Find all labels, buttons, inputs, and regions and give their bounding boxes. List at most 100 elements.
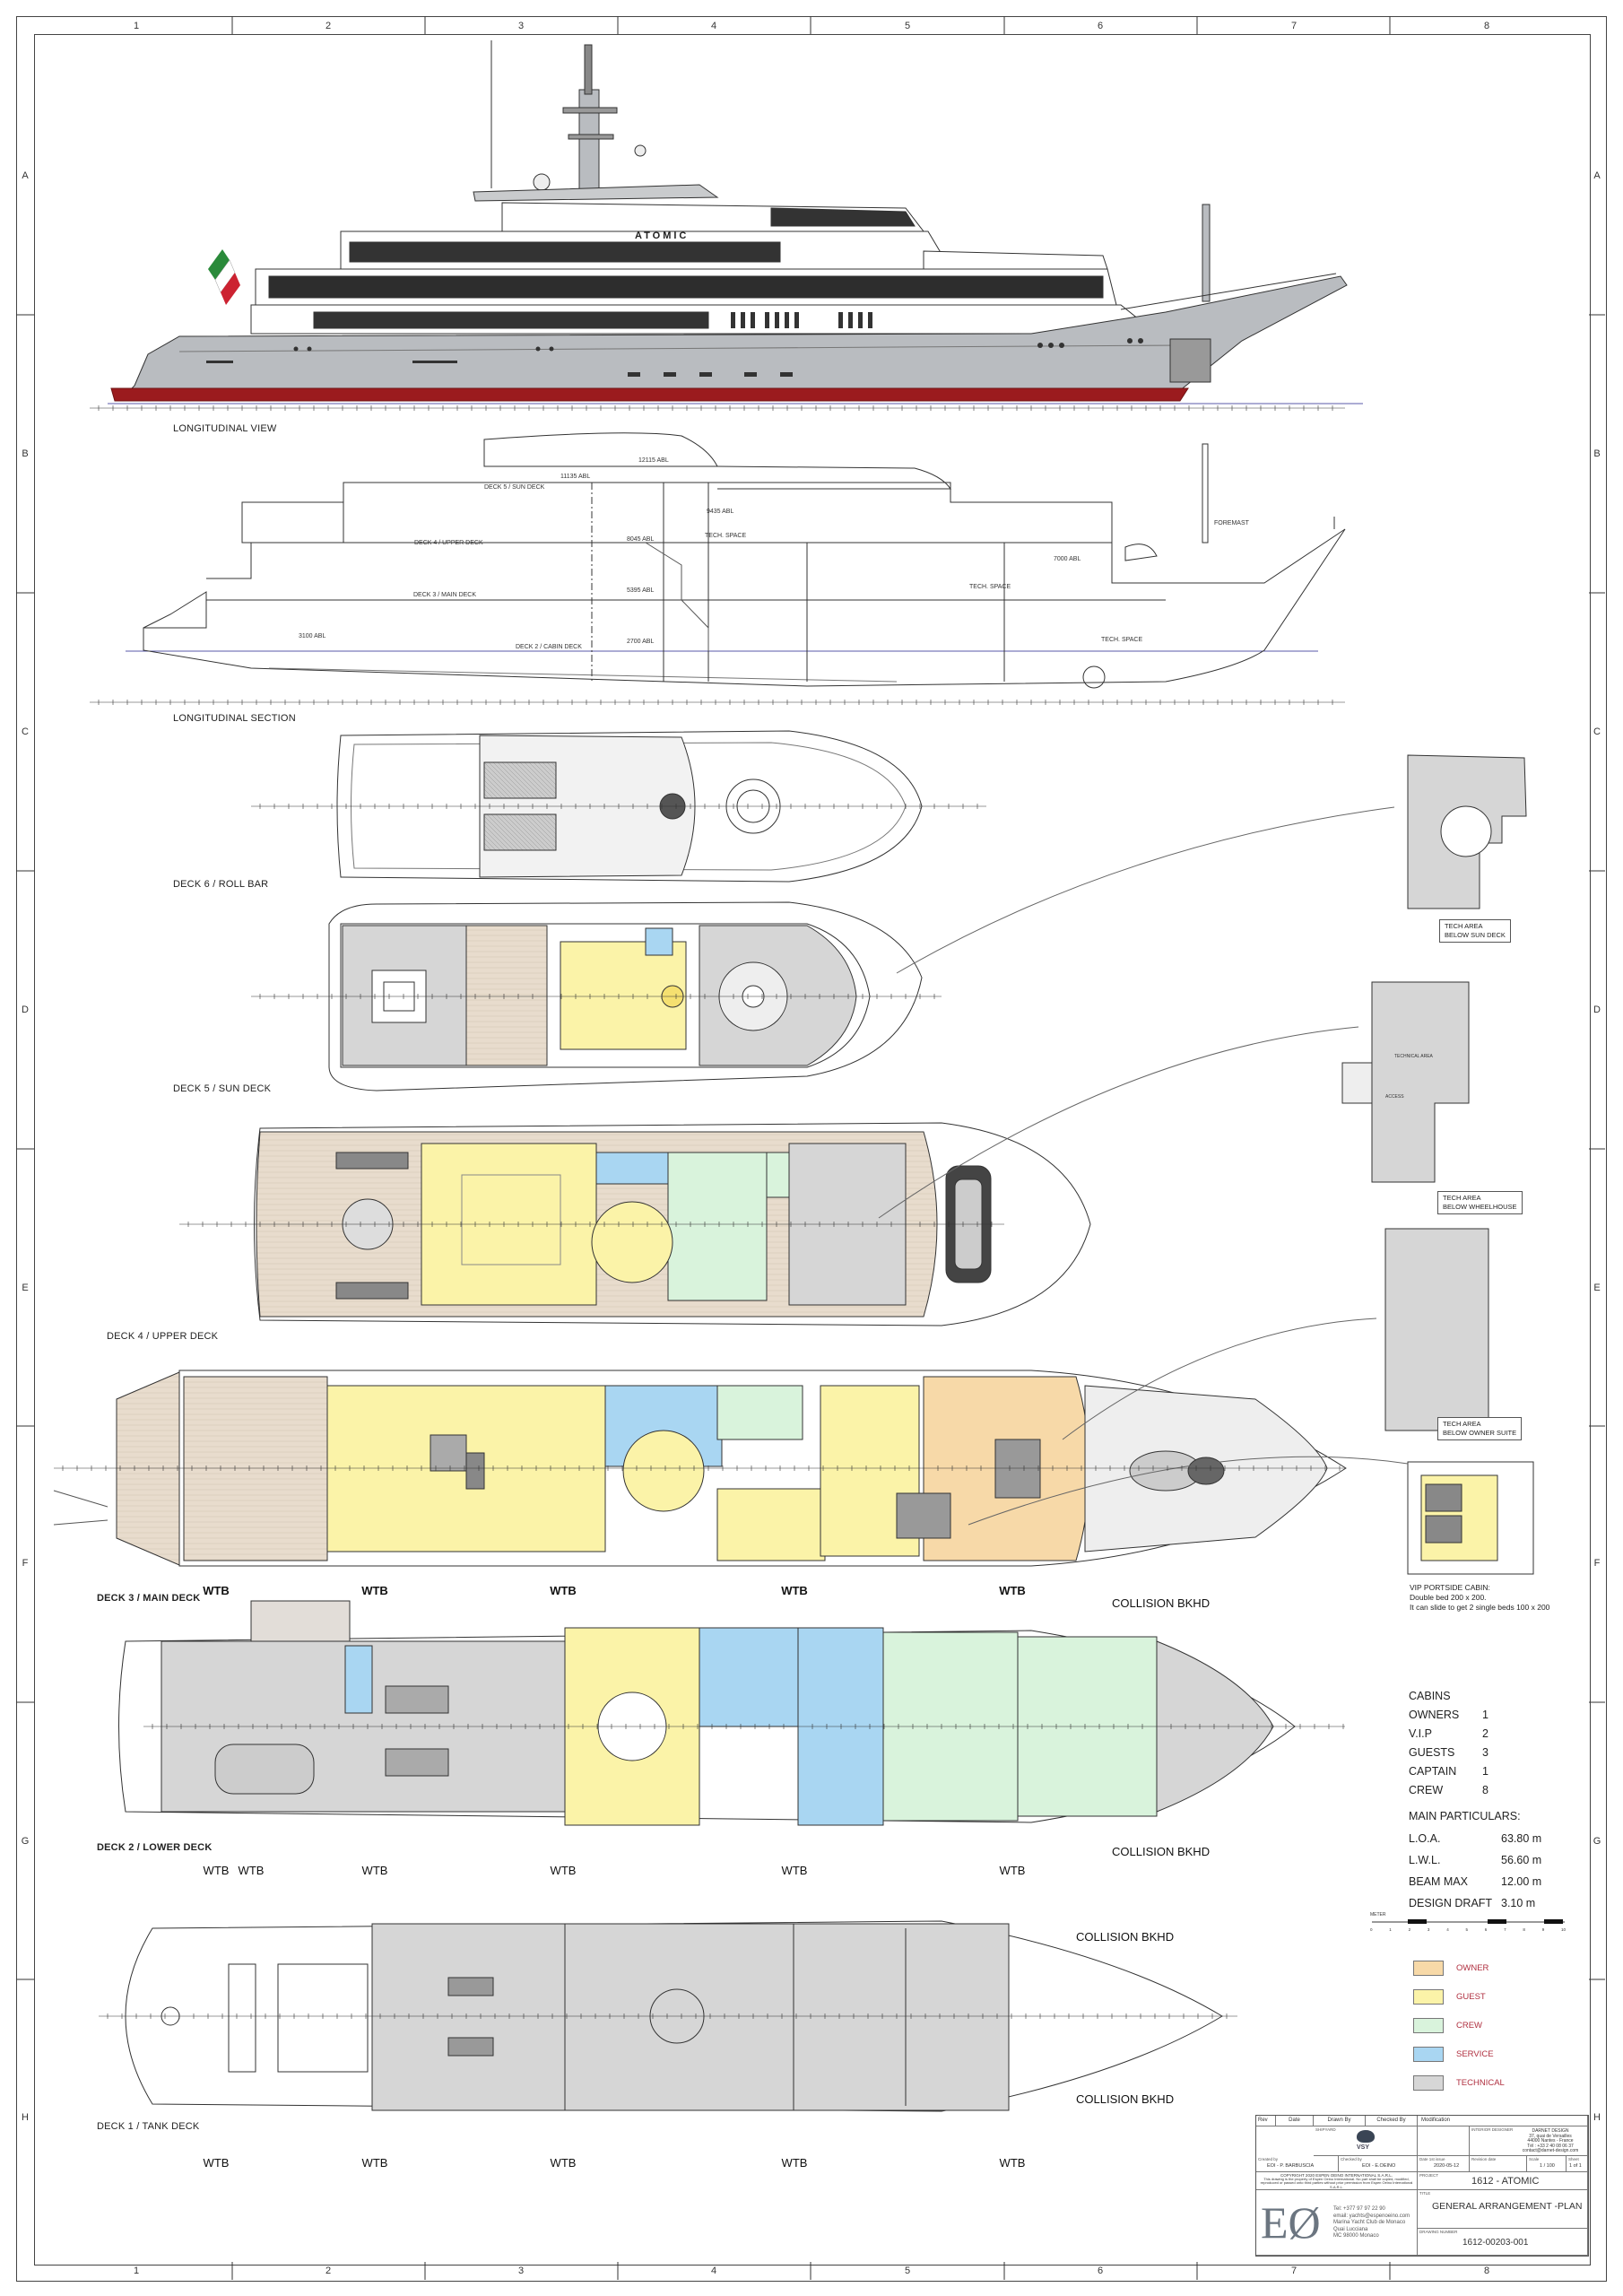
designer-line: Tél : +33 2 40 08 06 37 (1527, 2143, 1574, 2149)
abl-11135: 11135 ABL (560, 474, 591, 480)
sheet-cell: Sheet 1 of 1 (1567, 2156, 1588, 2172)
abl-3100: 3100 ABL (299, 633, 326, 639)
tech-space-label: TECH. SPACE (969, 584, 1011, 590)
scale-value: 1 / 100 (1540, 2163, 1555, 2169)
legend-label: GUEST (1456, 1992, 1486, 2002)
longitudinal-view: ATOMIC (108, 40, 1363, 404)
grid-column-label: 1 (133, 21, 140, 31)
legend-item: CREW (1413, 2018, 1482, 2033)
collision-bulkhead-label: COLLISION BKHD (1076, 1930, 1175, 1944)
table-row: L.W.L.56.60 m (1409, 1849, 1561, 1871)
scale-tick-label: 10 (1561, 1927, 1567, 1932)
grid-row-label: A (1593, 170, 1601, 181)
longitudinal-view-label: LONGITUDINAL VIEW (173, 423, 277, 434)
row-label: CREW (1409, 1783, 1444, 1796)
ship-name-logo: ATOMIC (635, 230, 689, 241)
wtb-label: WTB (999, 1864, 1026, 1877)
contact-line: Marina Yacht Club de Monaco (1333, 2220, 1406, 2225)
grid-row-label: G (1593, 1836, 1601, 1847)
grid-column-label: 4 (710, 2266, 717, 2276)
designer-line: 37, quai de Versailles (1529, 2133, 1572, 2139)
frame-rulers (16, 16, 1605, 2280)
grid-column-label: 7 (1290, 21, 1298, 31)
sheet-caption: Sheet (1568, 2157, 1579, 2161)
grid-column-label: 6 (1097, 2266, 1104, 2276)
row-label: DESIGN DRAFT (1409, 1897, 1493, 1909)
caption-line: TECH AREA (1443, 1194, 1481, 1202)
row-value: 12.00 m (1501, 1875, 1542, 1888)
legend-item: SERVICE (1413, 2047, 1494, 2062)
italian-flag (208, 249, 240, 305)
grid-column-label: 5 (904, 2266, 911, 2276)
cabins-heading: CABINS (1409, 1689, 1451, 1702)
shipyard-cell: SHIPYARD VSY (1314, 2126, 1418, 2156)
blank-cell (1418, 2126, 1470, 2156)
legend-item: TECHNICAL (1413, 2075, 1505, 2091)
abl-2700: 2700 ABL (627, 639, 655, 645)
row-label: L.O.A. (1409, 1832, 1441, 1845)
legend-label: OWNER (1456, 1963, 1489, 1973)
grid-column-label: 7 (1290, 2266, 1298, 2276)
created-by-value: EOI - P. BARBUSCIA (1267, 2163, 1315, 2169)
grid-row-label: E (1593, 1283, 1601, 1293)
wtb-label: WTB (361, 1864, 388, 1877)
deck2-plan (118, 1600, 1296, 1826)
contact-line: Tel: +377 97 97 22 90 (1333, 2206, 1385, 2212)
legend-label: CREW (1456, 2021, 1483, 2031)
vip-cabin-note: VIP PORTSIDE CABIN: Double bed 200 x 200… (1410, 1583, 1549, 1613)
scale-bar (1372, 1919, 1565, 1924)
wtb-label: WTB (550, 1864, 577, 1877)
row-label: BEAM MAX (1409, 1875, 1468, 1888)
legend-item: GUEST (1413, 1989, 1486, 2005)
grid-column-label: 5 (904, 21, 911, 31)
scale-tick-label: 4 (1446, 1927, 1449, 1932)
wtb-label: WTB (361, 2156, 388, 2170)
row-label: L.W.L. (1409, 1854, 1441, 1866)
designer-line: DARNET DESIGN (1532, 2128, 1569, 2134)
row-value: 63.80 m (1501, 1832, 1542, 1845)
drawing-title: GENERAL ARRANGEMENT -PLAN (1432, 2201, 1583, 2212)
grid-row-label: H (1593, 2112, 1601, 2123)
wtb-label: WTB (781, 1584, 808, 1597)
eo-logo: EØ (1261, 2197, 1321, 2248)
header-rev: Rev (1256, 2116, 1276, 2126)
header-checked-by: Checked By (1366, 2116, 1418, 2126)
wtb-label: WTB (361, 1584, 388, 1597)
interior-designer-caption: INTERIOR DESIGNER (1471, 2127, 1514, 2132)
collision-bulkhead-label: COLLISION BKHD (1112, 1845, 1211, 1858)
vip-note-line: It can slide to get 2 single beds 100 x … (1410, 1603, 1550, 1612)
section-deck5-label: DECK 5 / SUN DECK (484, 484, 545, 491)
designer-line: contact@darnet-design.com (1522, 2148, 1579, 2154)
drawing-number-caption: DRAWING NUMBER (1419, 2230, 1458, 2234)
tech-area-owner-suite-caption: TECH AREA BELOW OWNER SUITE (1437, 1417, 1523, 1440)
scale-tick-label: 9 (1541, 1927, 1545, 1932)
deck4-label: DECK 4 / UPPER DECK (107, 1331, 219, 1342)
vip-note-title: VIP PORTSIDE CABIN: (1410, 1583, 1490, 1592)
tech-area-wheelhouse-caption: TECH AREA BELOW WHEELHOUSE (1437, 1191, 1523, 1214)
drawing-number-cell: DRAWING NUMBER 1612-00203-001 (1418, 2229, 1588, 2256)
scale-tick-label: 5 (1465, 1927, 1469, 1932)
grid-column-label: 3 (517, 21, 525, 31)
scale-tick-label: 1 (1389, 1927, 1392, 1932)
legend-swatch (1413, 1989, 1444, 2005)
legend-swatch (1413, 2018, 1444, 2033)
scale-tick-label: 7 (1504, 1927, 1506, 1932)
drawing-number: 1612-00203-001 (1462, 2238, 1529, 2248)
caption-line: TECH AREA (1443, 1420, 1481, 1428)
grid-row-label: G (21, 1836, 30, 1847)
grid-column-label: 2 (325, 2266, 332, 2276)
grid-row-label: B (1593, 448, 1601, 459)
row-value: 8 (1482, 1783, 1488, 1796)
particulars-heading: MAIN PARTICULARS: (1409, 1810, 1521, 1822)
project-caption: PROJECT (1419, 2173, 1439, 2178)
wtb-label: WTB (550, 2156, 577, 2170)
copyright-cell: COPYRIGHT 2020 ESPEN OEINO INTERNATIONAL… (1256, 2172, 1418, 2190)
table-row: BEAM MAX 12.00 m (1409, 1871, 1561, 1892)
title-block: Rev Date Drawn By Checked By Modificatio… (1255, 2115, 1589, 2257)
grid-column-label: 3 (517, 2266, 525, 2276)
